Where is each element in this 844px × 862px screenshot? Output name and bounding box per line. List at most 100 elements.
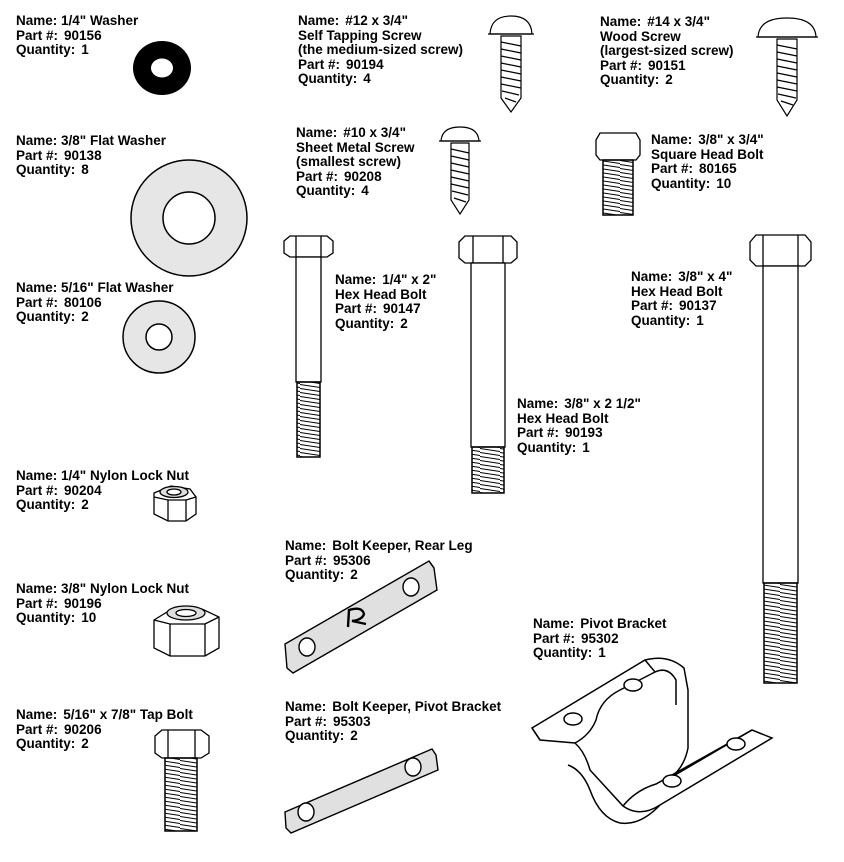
part-name-line2: Hex Head Bolt xyxy=(335,286,427,302)
keeper-pivot-drawing xyxy=(284,748,439,834)
part-number: 90196 xyxy=(64,595,102,611)
name-key: Name: xyxy=(16,707,58,722)
washer-quarter-drawing xyxy=(133,41,191,95)
keeper-rear-drawing xyxy=(284,560,438,674)
part-quantity: 2 xyxy=(81,497,89,512)
part-name: #10 x 3/4" xyxy=(343,125,406,140)
quantity-key: Quantity: xyxy=(16,42,76,57)
part-quantity: 1 xyxy=(598,645,606,660)
part-name-line2: Hex Head Bolt xyxy=(631,283,723,299)
part-label-keeper-pivot: Name:Bolt Keeper, Pivot Bracket Part #:9… xyxy=(285,699,502,744)
name-key: Name: xyxy=(600,14,642,29)
part-name: 3/8" x 3/4" xyxy=(698,132,764,147)
part-quantity: 4 xyxy=(361,183,369,198)
part-number: 90137 xyxy=(679,298,717,313)
part-name: Bolt Keeper, Rear Leg xyxy=(332,538,473,553)
tap-bolt-drawing xyxy=(154,729,210,832)
hex-bolt-38x25-drawing xyxy=(458,235,518,494)
name-key: Name: xyxy=(651,132,693,147)
part-key: Part #: xyxy=(335,301,378,316)
hex-bolt-14x2-drawing xyxy=(283,235,334,458)
part-quantity: 2 xyxy=(81,309,89,324)
part-number: 90206 xyxy=(64,721,102,737)
name-key: Name: xyxy=(16,581,58,596)
part-name: Bolt Keeper, Pivot Bracket xyxy=(332,699,502,714)
part-number: 90208 xyxy=(344,168,382,184)
part-number: 90147 xyxy=(383,301,421,316)
part-quantity: 1 xyxy=(582,439,590,455)
part-number: 95306 xyxy=(333,552,371,568)
part-name: 5/16" x 7/8" Tap Bolt xyxy=(63,707,193,722)
quantity-key: Quantity: xyxy=(16,497,76,512)
part-label-screw-14: Name: #14 x 3/4" Wood Screw (largest-size… xyxy=(600,14,734,88)
part-label-nut-14: Name: 1/4" Nylon Lock Nut Part #:90204 Q… xyxy=(16,468,189,513)
part-name-line2: Square Head Bolt xyxy=(651,146,764,162)
part-quantity: 1 xyxy=(696,312,704,328)
quantity-key: Quantity: xyxy=(16,162,76,177)
part-quantity: 1 xyxy=(81,42,89,57)
part-note: (largest-sized screw) xyxy=(600,43,734,58)
name-key: Name: xyxy=(298,13,340,28)
name-key: Name: xyxy=(285,538,327,553)
part-number: 90194 xyxy=(346,56,384,72)
part-key: Part #: xyxy=(517,425,560,440)
part-label-nut-38: Name: 3/8" Nylon Lock Nut Part #:90196 Q… xyxy=(16,581,189,626)
part-label-hex-bolt-38x25: Name:3/8" x 2 1/2" Hex Head Bolt Part #:… xyxy=(517,396,641,455)
part-key: Part #: xyxy=(16,721,59,737)
part-name-line2: Wood Screw xyxy=(600,28,681,44)
part-key: Part #: xyxy=(16,482,59,498)
part-number: 95303 xyxy=(333,713,371,729)
part-label-screw-12: Name:#12 x 3/4" Self Tapping Screw (the … xyxy=(298,13,463,87)
quantity-key: Quantity: xyxy=(285,567,345,582)
name-key: Name: xyxy=(16,468,58,483)
part-name: 1/4" Nylon Lock Nut xyxy=(61,468,189,483)
part-number: 90151 xyxy=(648,57,686,73)
part-label-hex-bolt-14x2: Name: 1/4" x 2" Hex Head Bolt Part #: 9014… xyxy=(335,272,437,331)
part-number: 80165 xyxy=(699,161,737,176)
part-quantity: 10 xyxy=(716,175,732,191)
part-key: Part #: xyxy=(285,713,328,729)
quantity-key: Quantity: xyxy=(335,315,395,331)
part-name-line2: Sheet Metal Screw xyxy=(296,139,415,155)
part-quantity: 4 xyxy=(363,71,371,86)
part-name: 3/8" Flat Washer xyxy=(61,133,166,148)
part-key: Part #: xyxy=(16,595,59,611)
name-key: Name: xyxy=(631,269,673,284)
part-key: Part #: xyxy=(296,168,339,184)
quantity-key: Quantity: xyxy=(651,175,711,191)
part-name: #14 x 3/4" xyxy=(647,14,710,29)
part-label-washer-quarter: Name: 1/4" Washer Part #:90156 Quantity:… xyxy=(16,13,138,58)
screw-12-drawing xyxy=(488,15,534,114)
part-name: 3/8" Nylon Lock Nut xyxy=(61,581,189,596)
nut-14-drawing xyxy=(153,485,197,522)
part-label-flat-washer-516: Name: 5/16" Flat Washer Part #:80106 Qua… xyxy=(16,280,174,325)
part-key: Part #: xyxy=(285,552,328,568)
part-name-line2: Self Tapping Screw xyxy=(298,27,422,43)
part-key: Part #: xyxy=(298,56,341,72)
name-key: Name: xyxy=(335,272,377,287)
quantity-key: Quantity: xyxy=(285,728,345,743)
part-label-pivot-bracket: Name:Pivot Bracket Part #:95302 Quantity… xyxy=(533,616,667,661)
part-name: 5/16" Flat Washer xyxy=(61,280,174,295)
quantity-key: Quantity: xyxy=(600,72,660,87)
quantity-key: Quantity: xyxy=(517,439,577,455)
part-key: Part #: xyxy=(600,57,643,73)
part-number: 95302 xyxy=(581,630,619,646)
name-key: Name: xyxy=(16,280,58,295)
quantity-key: Quantity: xyxy=(296,183,356,198)
part-label-tap-bolt: Name:5/16" x 7/8" Tap Bolt Part #:90206 … xyxy=(16,707,193,752)
hex-bolt-38x4-drawing xyxy=(749,234,812,684)
quantity-key: Quantity: xyxy=(533,645,593,660)
part-name: Pivot Bracket xyxy=(580,616,667,631)
part-name: 1/4" x 2" xyxy=(382,272,437,287)
quantity-key: Quantity: xyxy=(16,736,76,751)
name-key: Name: xyxy=(517,396,559,411)
name-key: Name: xyxy=(296,125,338,140)
flat-washer-516-drawing xyxy=(122,300,196,374)
part-key: Part #: xyxy=(16,294,59,310)
part-number: 90156 xyxy=(64,27,102,43)
part-name-line2: Hex Head Bolt xyxy=(517,410,609,426)
quantity-key: Quantity: xyxy=(16,309,76,324)
part-quantity: 2 xyxy=(350,728,358,743)
part-key: Part #: xyxy=(631,298,674,313)
